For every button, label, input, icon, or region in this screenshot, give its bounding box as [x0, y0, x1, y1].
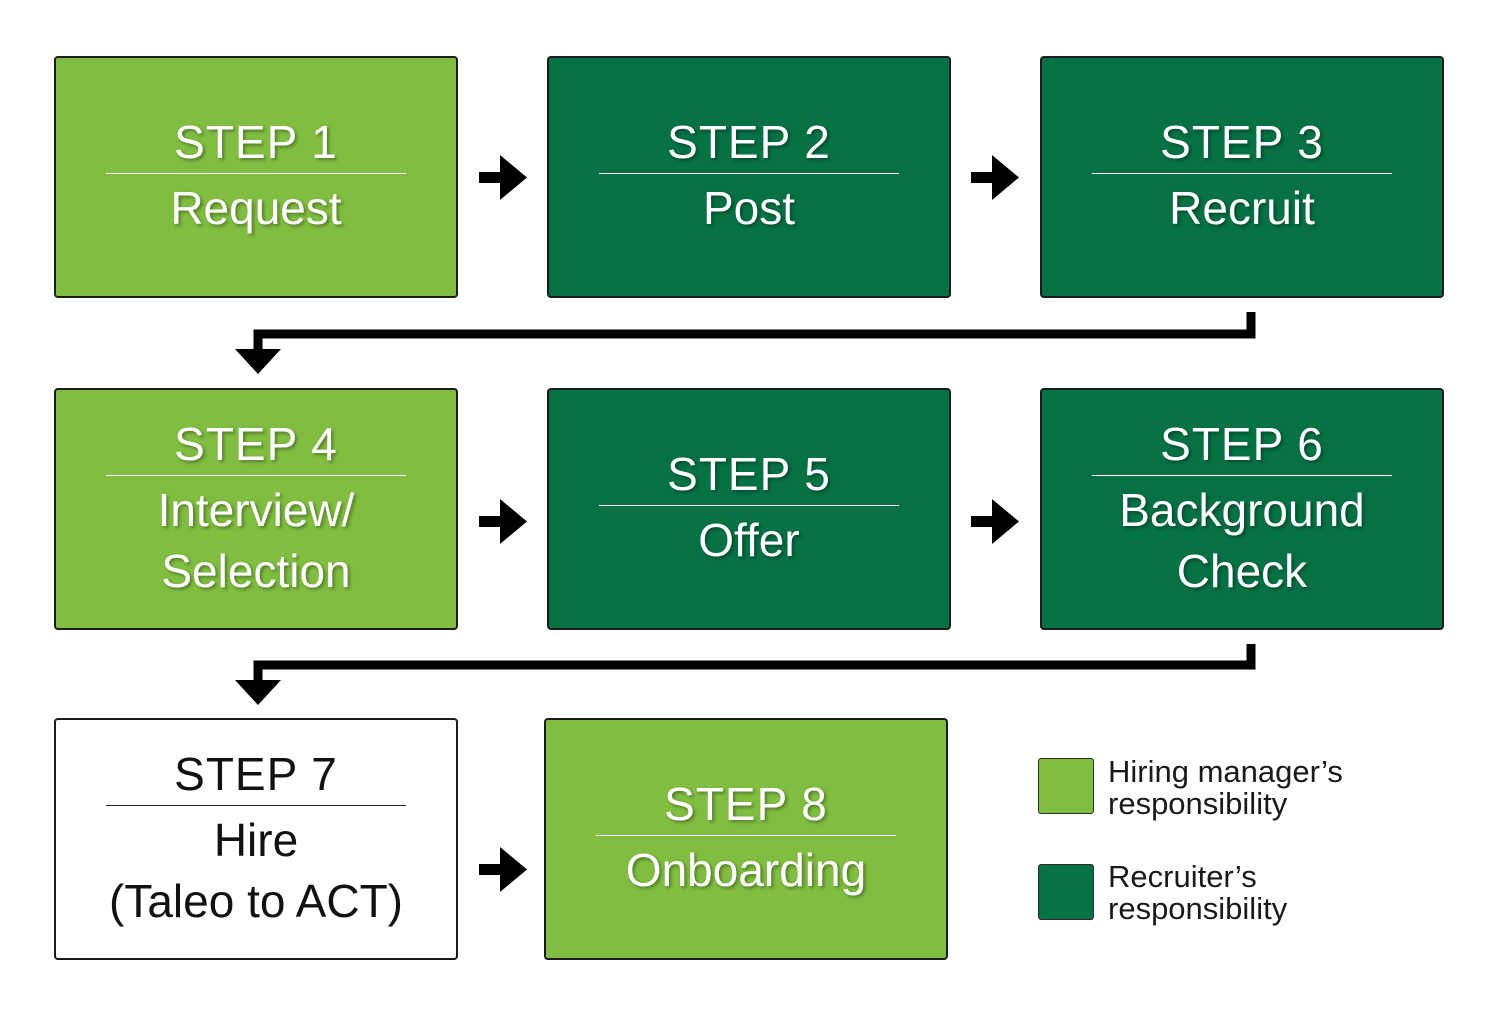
arrow-step6-to-step7: [235, 644, 1256, 705]
step-7-name-line2: (Taleo to ACT): [109, 874, 403, 927]
step-7-name-line1: Hire: [213, 813, 299, 866]
legend-recruiter-line1: Recruiter’s: [1108, 859, 1257, 894]
step-1-label: STEP 1: [174, 116, 338, 168]
step-3-label: STEP 3: [1160, 116, 1324, 168]
legend-swatch-recruiter: [1038, 864, 1094, 920]
arrow-step7-to-step8: [479, 847, 527, 892]
step-4-name-line1: Interview/: [157, 483, 355, 536]
step-1-name: Request: [170, 182, 342, 234]
step-4-box: STEP 4 Interview/ Selection: [54, 388, 458, 630]
legend-label-hiring-manager: Hiring manager’s responsibility: [1108, 756, 1428, 820]
legend-label-recruiter: Recruiter’s responsibility: [1108, 861, 1428, 925]
step-5-label: STEP 5: [667, 448, 831, 500]
step-8-divider: [596, 835, 896, 836]
step-4-label: STEP 4: [174, 417, 338, 470]
legend-hiring-manager-line2: responsibility: [1108, 786, 1288, 821]
step-8-box: STEP 8 Onboarding: [544, 718, 948, 960]
step-3-divider: [1092, 173, 1392, 174]
arrow-step5-to-step6: [971, 499, 1019, 544]
step-7-label: STEP 7: [174, 747, 338, 800]
step-2-box: STEP 2 Post: [547, 56, 951, 298]
step-6-box: STEP 6 Background Check: [1040, 388, 1444, 630]
step-3-box: STEP 3 Recruit: [1040, 56, 1444, 298]
step-2-label: STEP 2: [667, 116, 831, 168]
step-5-box: STEP 5 Offer: [547, 388, 951, 630]
step-4-divider: [106, 474, 406, 476]
step-6-divider: [1092, 474, 1392, 476]
step-5-name: Offer: [698, 514, 800, 566]
arrow-step1-to-step2: [479, 155, 527, 200]
arrow-step2-to-step3: [971, 155, 1019, 200]
arrow-step3-to-step4: [235, 312, 1256, 374]
step-6-name-line2: Check: [1176, 544, 1308, 597]
step-3-name: Recruit: [1169, 182, 1315, 234]
step-7-box: STEP 7 Hire (Taleo to ACT): [54, 718, 458, 960]
step-7-divider: [106, 804, 406, 806]
step-1-box: STEP 1 Request: [54, 56, 458, 298]
step-6-label: STEP 6: [1160, 417, 1324, 470]
step-5-divider: [599, 505, 899, 506]
legend-swatch-hiring-manager: [1038, 758, 1094, 814]
legend-recruiter-line2: responsibility: [1108, 891, 1288, 926]
step-8-name: Onboarding: [625, 844, 867, 896]
arrow-step4-to-step5: [479, 499, 527, 544]
step-6-name-line1: Background: [1119, 483, 1365, 536]
step-2-name: Post: [702, 182, 796, 234]
step-8-label: STEP 8: [664, 778, 828, 830]
step-2-divider: [599, 173, 899, 174]
step-1-divider: [106, 173, 406, 174]
step-4-name-line2: Selection: [161, 544, 351, 597]
legend-hiring-manager-line1: Hiring manager’s: [1108, 754, 1343, 789]
